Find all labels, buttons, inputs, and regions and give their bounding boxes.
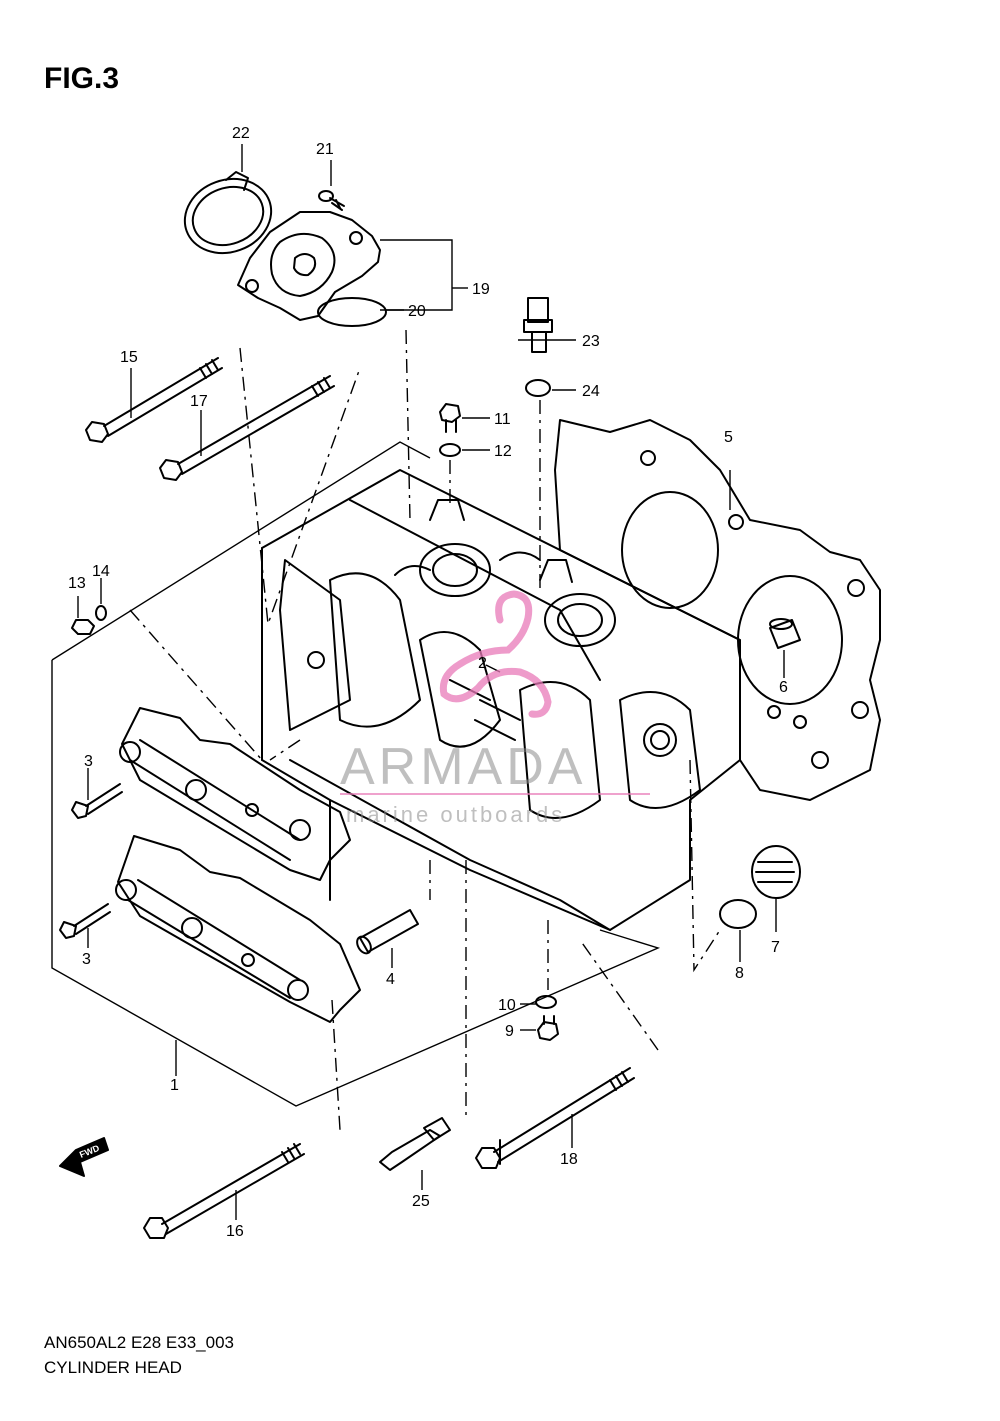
head-gasket — [554, 419, 881, 801]
long-bolt-17 — [159, 375, 335, 481]
figure-name: CYLINDER HEAD — [44, 1358, 182, 1377]
forward-arrow-icon — [59, 1137, 109, 1177]
callout-3-lower: 3 — [82, 951, 91, 968]
callout-7: 7 — [771, 939, 780, 956]
callout-11: 11 — [494, 411, 511, 428]
plug-13 — [71, 619, 95, 635]
callout-25: 25 — [412, 1193, 430, 1210]
bolt-9 — [537, 1015, 559, 1041]
long-bolt-15 — [85, 357, 223, 443]
callout-8: 8 — [735, 965, 744, 982]
washer-24 — [525, 379, 551, 397]
callout-1: 1 — [170, 1077, 179, 1094]
long-bolt-16 — [143, 1143, 305, 1239]
callout-6: 6 — [779, 679, 788, 696]
callout-14: 14 — [92, 563, 110, 580]
o-ring-8 — [719, 899, 757, 929]
callout-9: 9 — [505, 1023, 514, 1040]
thermostat — [183, 171, 273, 255]
callout-15: 15 — [120, 349, 138, 366]
callout-2: 2 — [478, 655, 487, 672]
bolt-3-lower — [59, 903, 111, 939]
bolt-21 — [318, 190, 345, 211]
figure-title: FIG.3 — [44, 62, 120, 95]
watermark-tagline: marine outboards — [346, 802, 565, 827]
cylinder-head-block — [261, 469, 741, 931]
figure-code: AN650AL2 E28 E33_003 — [44, 1333, 234, 1352]
o-ring-14 — [95, 605, 107, 621]
callout-22: 22 — [232, 125, 250, 142]
callout-16: 16 — [226, 1223, 244, 1240]
callout-17: 17 — [190, 393, 208, 410]
spark-plug — [379, 1117, 451, 1171]
camshaft-housing-lower — [115, 835, 361, 1023]
bolt-3-upper — [71, 783, 123, 819]
filler-cap-7 — [751, 845, 801, 899]
callout-12: 12 — [494, 443, 512, 460]
callout-labels: 1 2 3 3 4 5 6 7 8 9 10 11 12 13 14 15 16… — [68, 125, 788, 1240]
thermostat-cover — [237, 211, 381, 321]
bolt-11 — [439, 403, 461, 433]
washer-10 — [535, 995, 557, 1009]
callout-10: 10 — [498, 997, 516, 1014]
watermark-brand: ARMADA — [340, 738, 586, 796]
watermark: ARMADA marine outboards — [340, 590, 650, 827]
callout-5: 5 — [724, 429, 733, 446]
callout-24: 24 — [582, 383, 600, 400]
callout-4: 4 — [386, 971, 395, 988]
callout-3-upper: 3 — [84, 753, 93, 770]
callout-13: 13 — [68, 575, 86, 592]
dowel-pin-6 — [769, 618, 801, 649]
dowel-pin-4 — [356, 909, 419, 955]
callout-19: 19 — [472, 281, 490, 298]
temperature-sensor-23 — [523, 297, 553, 353]
callout-23: 23 — [582, 333, 600, 350]
long-bolt-18 — [475, 1067, 635, 1169]
camshaft-housing-upper — [119, 707, 351, 881]
callout-20: 20 — [408, 303, 426, 320]
callout-18: 18 — [560, 1151, 578, 1168]
thermostat-cover-o-ring — [317, 297, 387, 327]
washer-12 — [439, 443, 461, 457]
callout-21: 21 — [316, 141, 334, 158]
